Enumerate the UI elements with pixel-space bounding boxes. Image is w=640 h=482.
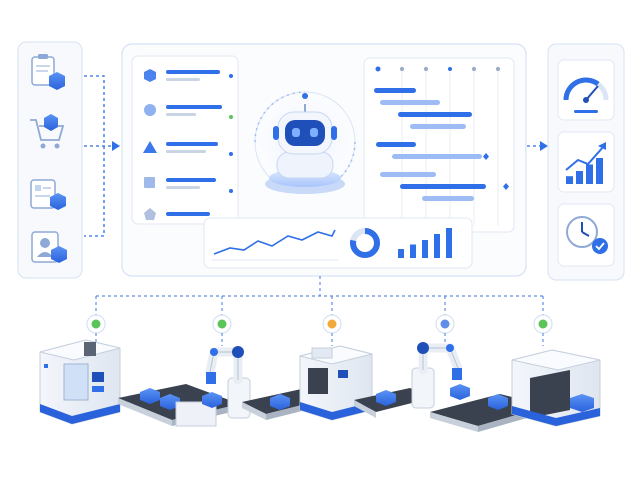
packaging-machine [511,349,601,427]
station-status-indicators [86,314,553,346]
growth-bar [586,164,593,184]
gantt-bars [374,88,509,201]
task-list-card [131,55,239,225]
gantt-schedule-card [363,57,515,233]
status-light-blue [440,319,450,329]
status-light-green [538,319,548,329]
product-box [570,394,594,412]
triangle-icon [143,141,157,153]
ai-robot-icon [243,80,367,204]
bar-chart-icon [398,228,452,258]
status-light-orange [327,319,337,329]
robot-arm [411,342,470,409]
product-box [270,394,290,410]
cnc-machine [39,339,121,425]
chart-bar [410,244,416,258]
inspection-machine [299,345,373,421]
product-box [160,394,180,410]
line-chart-icon [212,229,338,261]
status-light-green [91,319,101,329]
hexagon-icon [144,69,156,82]
analytics-card [203,217,473,269]
clipboard-cube-icon[interactable] [31,54,65,90]
list-item[interactable] [144,177,233,193]
pentagon-icon [144,208,156,220]
arrow-right-icon [112,141,120,151]
production-line [39,339,601,432]
document-cube-icon[interactable] [30,179,66,210]
station-network [95,276,544,316]
left-input-panel [17,41,83,279]
growth-bar [576,171,583,184]
growth-bar [596,158,603,184]
list-item[interactable] [144,208,210,220]
circle-icon [144,104,156,116]
product-box [376,390,396,406]
list-item[interactable] [144,69,233,82]
chart-bar [446,228,452,258]
clock-check-icon[interactable] [557,203,615,267]
list-item[interactable] [143,141,233,156]
cart-cube-icon[interactable] [30,114,65,149]
right-output-panel [547,43,625,281]
center-dashboard-panel [121,43,527,277]
status-light-green [217,319,227,329]
chart-bar [422,240,428,258]
timeline-markers [375,66,500,72]
product-box [450,384,470,400]
chart-bar [398,249,404,258]
growth-chart-icon[interactable] [557,131,615,193]
product-box [140,388,160,404]
donut-chart-icon [350,228,380,258]
list-item[interactable] [144,104,233,119]
speedometer-icon[interactable] [557,59,615,121]
input-connectors [84,75,112,237]
chart-bar [434,234,440,258]
square-icon [144,177,155,188]
user-cube-icon[interactable] [31,231,67,263]
arrow-right-icon [540,141,548,151]
growth-bar [566,176,573,184]
product-box [488,394,508,410]
product-box [202,392,222,408]
